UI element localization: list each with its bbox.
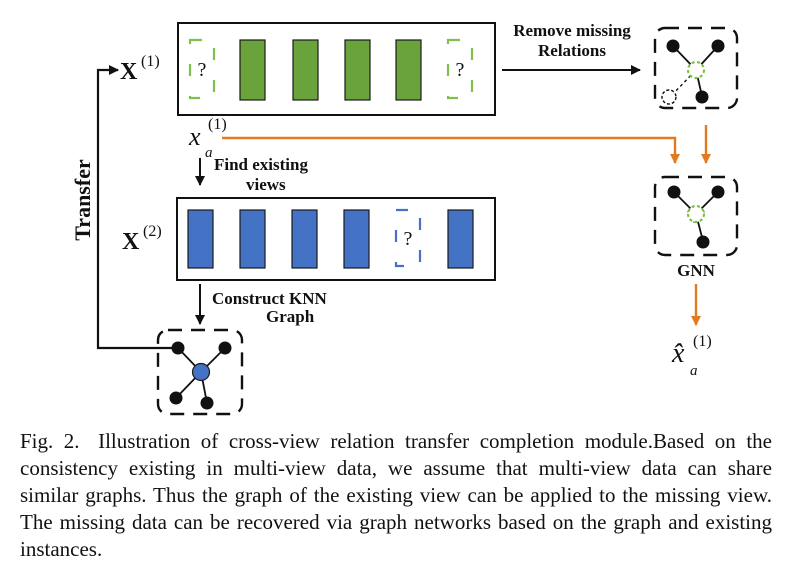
graph-missing-relations <box>653 26 739 110</box>
view1-instance <box>344 39 371 101</box>
xa-to-gnn-arrow <box>222 136 680 164</box>
x1-label: X (1) <box>120 53 160 85</box>
caption-text: Illustration of cross-view relation tran… <box>20 429 773 561</box>
find-existing-label-line2: views <box>246 175 286 194</box>
figure-caption: Fig. 2. Illustration of cross-view relat… <box>20 428 772 563</box>
view2-missing-instance <box>394 208 422 268</box>
transfer-label: Transfer <box>70 159 95 241</box>
figure-label: Fig. 2. <box>20 429 80 453</box>
view1-missing-instance-left <box>188 38 216 100</box>
view2-instance <box>239 209 266 269</box>
knn-graph <box>156 328 244 416</box>
view1-missing-instance-right <box>446 38 474 100</box>
xhat-label: x̂ (1) a <box>671 333 712 379</box>
svg-text:(1): (1) <box>693 333 712 350</box>
view1-instance <box>395 39 422 101</box>
xa-label: x (1) a <box>188 116 227 161</box>
svg-text:(1): (1) <box>141 53 160 70</box>
missing-mark: ? <box>198 59 207 81</box>
missing-mark: ? <box>404 228 413 250</box>
view2-instance <box>447 209 474 269</box>
cross-view-relation-diagram: Transfer X (1) ? ? Remove missing Relati… <box>70 21 739 416</box>
view2-instance <box>291 209 318 269</box>
remove-missing-label-line1: Remove missing <box>513 21 631 40</box>
gnn-label: GNN <box>677 261 716 280</box>
svg-text:X: X <box>122 229 140 255</box>
remove-missing-label-line2: Relations <box>538 41 606 60</box>
x2-label: X (2) <box>122 223 162 255</box>
view1-instance <box>292 39 319 101</box>
view1-instance-box: ? ? <box>177 22 496 116</box>
svg-text:x̂: x̂ <box>671 338 685 369</box>
svg-text:X: X <box>120 59 138 85</box>
svg-text:(2): (2) <box>143 223 162 240</box>
view2-instance-box: ? <box>176 197 496 281</box>
find-existing-label-line1: Find existing <box>214 155 308 174</box>
view1-instance <box>239 39 266 101</box>
transfer-arrow <box>96 65 182 350</box>
gnn-graph <box>653 175 739 257</box>
missing-mark: ? <box>456 59 465 81</box>
svg-text:a: a <box>690 363 698 379</box>
view2-instance <box>343 209 370 269</box>
construct-knn-label-line1: Construct KNN <box>212 289 327 308</box>
svg-text:(1): (1) <box>208 116 227 133</box>
view2-instance <box>187 209 214 269</box>
svg-text:x: x <box>188 122 201 151</box>
svg-text:a: a <box>205 145 213 161</box>
construct-knn-label-line2: Graph <box>266 307 315 326</box>
